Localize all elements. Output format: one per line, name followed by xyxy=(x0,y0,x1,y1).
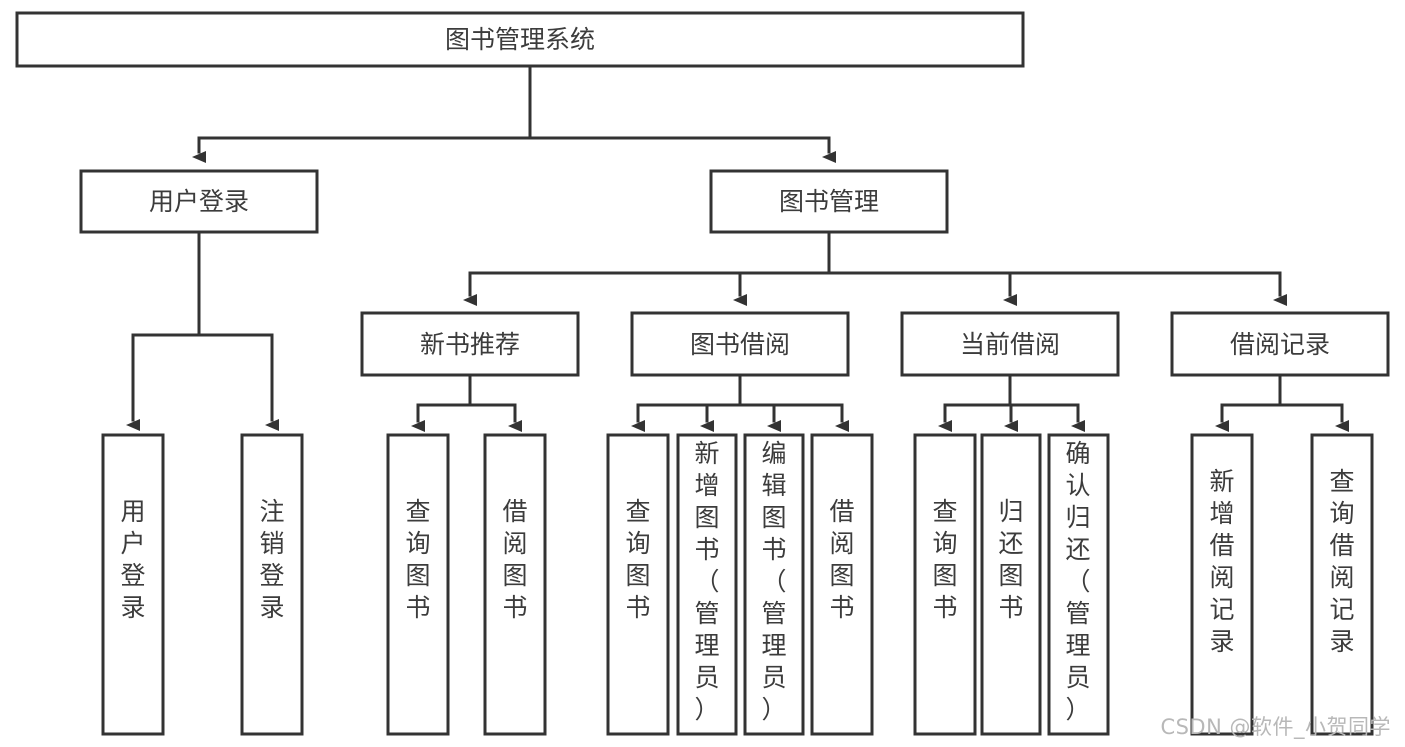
node-leaf-borrow-book-2-box[interactable] xyxy=(810,433,874,736)
node-book-borrow-label: 图书借阅 xyxy=(690,330,790,359)
node-user-login[interactable]: 用户登录 xyxy=(79,169,319,234)
node-leaf-add-record[interactable]: 新增借阅记录 xyxy=(1190,433,1254,736)
node-leaf-confirm-return[interactable]: 确认归还（管理员） xyxy=(1047,433,1110,736)
node-leaf-confirm-return-label: 确认归还（管理员） xyxy=(1065,439,1090,724)
node-borrow-record[interactable]: 借阅记录 xyxy=(1170,311,1390,377)
node-root-label: 图书管理系统 xyxy=(445,25,595,54)
node-user-login-label: 用户登录 xyxy=(149,187,249,216)
node-leaf-user-login-box[interactable] xyxy=(101,433,165,736)
node-leaf-edit-book-label: 编辑图书（管理员） xyxy=(761,439,786,724)
node-leaf-query-record-label: 查询借阅记录 xyxy=(1329,467,1354,656)
node-leaf-logout-label: 注销登录 xyxy=(259,497,284,622)
node-leaf-query-book-3-label: 查询图书 xyxy=(932,497,957,622)
node-root-box[interactable] xyxy=(15,11,1025,68)
node-leaf-add-record-box[interactable] xyxy=(1190,433,1254,736)
node-book-borrow[interactable]: 图书借阅 xyxy=(630,311,850,377)
node-leaf-confirm-return-box[interactable] xyxy=(1047,433,1110,736)
node-leaf-query-book-1-label: 查询图书 xyxy=(405,497,430,622)
node-leaf-query-book-2-box[interactable] xyxy=(606,433,670,736)
node-leaf-edit-book-box[interactable] xyxy=(743,433,805,736)
node-leaf-query-record[interactable]: 查询借阅记录 xyxy=(1310,433,1374,736)
node-leaf-query-book-1-box[interactable] xyxy=(386,433,450,736)
node-leaf-user-login-label: 用户登录 xyxy=(120,497,145,622)
node-current-borrow[interactable]: 当前借阅 xyxy=(900,311,1120,377)
node-leaf-query-book-3[interactable]: 查询图书 xyxy=(913,433,977,736)
node-book-management-box[interactable] xyxy=(709,169,949,234)
watermark-text: CSDN @软件_小贺同学 xyxy=(1160,715,1391,739)
node-leaf-query-book-2-label: 查询图书 xyxy=(625,497,650,622)
node-leaf-add-book-label: 新增图书（管理员） xyxy=(694,439,719,724)
node-leaf-query-book-3-box[interactable] xyxy=(913,433,977,736)
node-book-management[interactable]: 图书管理 xyxy=(709,169,949,234)
node-new-book-recommend-label: 新书推荐 xyxy=(420,330,520,359)
node-leaf-add-record-label: 新增借阅记录 xyxy=(1209,467,1234,656)
node-leaf-borrow-book-2-label: 借阅图书 xyxy=(829,497,854,622)
connector-layer xyxy=(126,64,1349,432)
node-borrow-record-label: 借阅记录 xyxy=(1230,330,1330,359)
node-leaf-return-book-box[interactable] xyxy=(980,433,1042,736)
node-leaf-user-login[interactable]: 用户登录 xyxy=(101,433,165,736)
node-current-borrow-label: 当前借阅 xyxy=(960,330,1060,359)
node-leaf-borrow-book-2[interactable]: 借阅图书 xyxy=(810,433,874,736)
node-leaf-query-record-box[interactable] xyxy=(1310,433,1374,736)
node-layer: 图书管理系统 用户登录 图书管理 新书推荐 图书借阅 xyxy=(15,11,1390,736)
node-leaf-return-book-label: 归还图书 xyxy=(998,497,1023,622)
node-book-management-label: 图书管理 xyxy=(779,187,879,216)
node-leaf-query-book-2[interactable]: 查询图书 xyxy=(606,433,670,736)
node-leaf-borrow-book-1-box[interactable] xyxy=(483,433,547,736)
node-leaf-logout[interactable]: 注销登录 xyxy=(240,433,304,736)
node-current-borrow-box[interactable] xyxy=(900,311,1120,377)
node-user-login-box[interactable] xyxy=(79,169,319,234)
node-leaf-return-book[interactable]: 归还图书 xyxy=(980,433,1042,736)
node-root[interactable]: 图书管理系统 xyxy=(15,11,1025,68)
node-borrow-record-box[interactable] xyxy=(1170,311,1390,377)
node-leaf-query-book-1[interactable]: 查询图书 xyxy=(386,433,450,736)
node-leaf-add-book-box[interactable] xyxy=(676,433,738,736)
node-new-book-recommend[interactable]: 新书推荐 xyxy=(360,311,580,377)
node-leaf-add-book[interactable]: 新增图书（管理员） xyxy=(676,433,738,736)
node-leaf-borrow-book-1-label: 借阅图书 xyxy=(502,497,527,622)
node-leaf-borrow-book-1[interactable]: 借阅图书 xyxy=(483,433,547,736)
node-leaf-logout-box[interactable] xyxy=(240,433,304,736)
node-book-borrow-box[interactable] xyxy=(630,311,850,377)
node-new-book-recommend-box[interactable] xyxy=(360,311,580,377)
node-leaf-edit-book[interactable]: 编辑图书（管理员） xyxy=(743,433,805,736)
